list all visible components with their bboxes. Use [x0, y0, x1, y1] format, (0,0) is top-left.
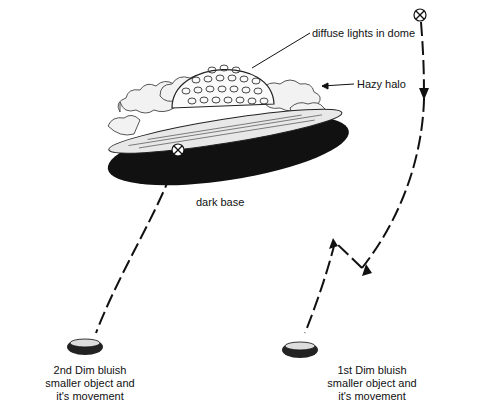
annotation-label: dark base: [196, 196, 266, 209]
leader-lines: [252, 33, 354, 89]
object-caption: 1st Dim bluish smaller object and it's m…: [322, 364, 422, 403]
path-arrowheads: [329, 88, 429, 276]
movement-paths: [96, 22, 424, 333]
saucer-base: [103, 100, 354, 198]
annotation-label: diffuse lights in dome: [312, 27, 452, 40]
object-caption: 2nd Dim bluish smaller object and it's m…: [40, 364, 140, 403]
annotation-label: Hazy halo: [357, 78, 437, 91]
dome: [172, 65, 274, 108]
small-objects: [67, 339, 318, 358]
